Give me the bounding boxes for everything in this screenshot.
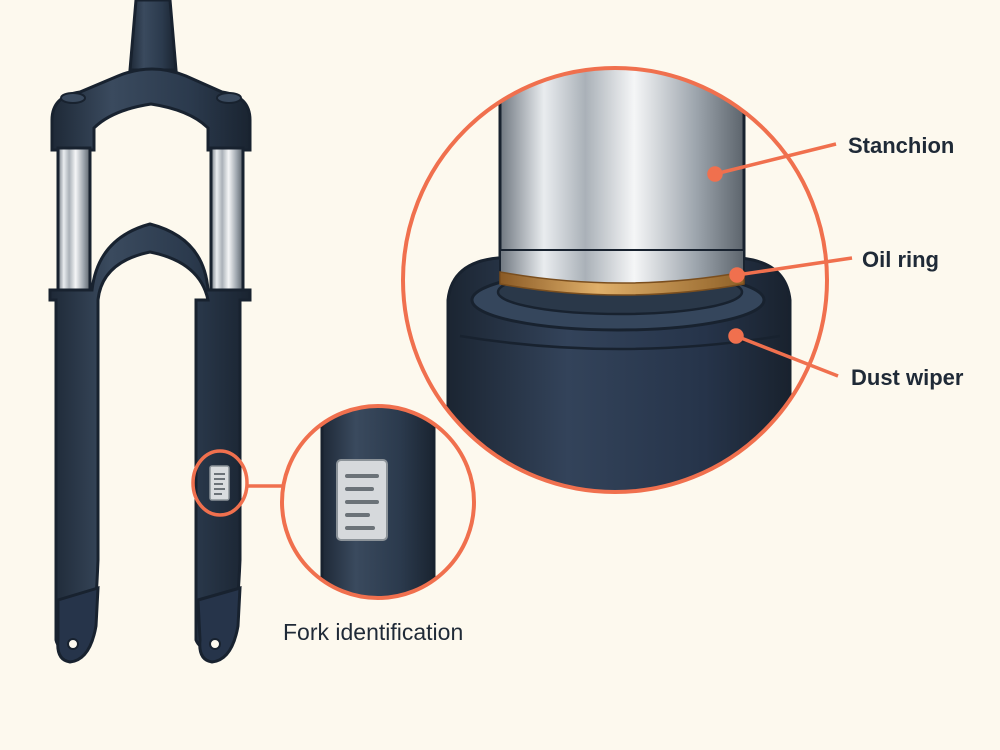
oil-ring-leader-dot	[729, 267, 745, 283]
fork-identification-label: Fork identification	[283, 619, 464, 645]
stanchion-zoom-border	[401, 66, 829, 494]
stanchion-zoom-circle	[401, 66, 829, 494]
dust-wiper-leader-dot	[728, 328, 744, 344]
right-stanchion	[209, 146, 245, 292]
crown-bolt-right	[216, 92, 242, 104]
callout-leaders	[707, 142, 853, 378]
stanchion-leader-line	[714, 142, 837, 176]
dust-wiper-leader-line	[735, 334, 839, 378]
crown-bolt-left	[60, 92, 86, 104]
dust-wiper-label: Dust wiper	[851, 365, 964, 390]
fork-crown	[50, 67, 252, 152]
oil-ring-leader-line	[736, 256, 853, 277]
oil-ring-zoom	[499, 271, 745, 296]
id-zoom-border	[280, 404, 476, 600]
stanchion-leader-dot	[707, 166, 723, 182]
id-zoom-circle	[280, 404, 476, 600]
sticker-highlight-ring	[191, 449, 249, 517]
steerer-tube	[128, 0, 178, 72]
right-dropout	[196, 585, 242, 664]
fork-illustration	[48, 0, 282, 664]
left-dropout	[56, 585, 100, 664]
oil-ring-label: Oil ring	[862, 247, 939, 272]
stanchion-label: Stanchion	[848, 133, 955, 158]
left-stanchion	[56, 146, 92, 292]
